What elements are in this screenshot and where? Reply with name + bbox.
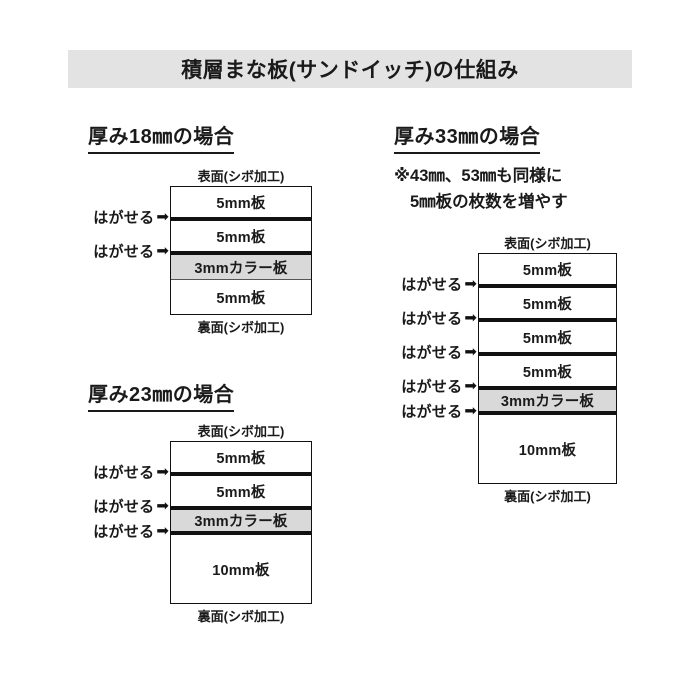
layer-23mm-4: 10mm板 — [171, 535, 311, 603]
peel-label: はがせる — [401, 310, 463, 328]
section-heading-18mm: 厚み18㎜の場合 — [88, 120, 235, 154]
peel-label: はがせる — [93, 209, 155, 227]
peel-label: はがせる — [401, 403, 463, 421]
right-arrow-icon: ➡ — [156, 208, 169, 226]
page-title: 積層まな板(サンドイッチ)の仕組み — [181, 59, 519, 82]
layer-33mm-3: 5mm板はがせる➡ — [401, 322, 616, 362]
top-face-label-23mm: 表面(シボ加工) — [197, 424, 285, 439]
peel-label: はがせる — [401, 344, 463, 362]
right-arrow-icon: ➡ — [464, 402, 477, 420]
layer-23mm-2: 5mm板はがせる➡ — [93, 476, 311, 516]
layer-label-18mm-4: 5mm板 — [216, 290, 266, 307]
peel-marker-33mm-1: はがせる➡ — [401, 274, 479, 295]
right-arrow-icon: ➡ — [464, 343, 477, 361]
right-arrow-icon: ➡ — [464, 275, 477, 293]
layer-label-33mm-1: 5mm板 — [522, 262, 573, 279]
layer-label-23mm-1: 5mm板 — [216, 450, 266, 467]
peel-marker-33mm-2: はがせる➡ — [401, 308, 479, 329]
peel-marker-23mm-2: はがせる➡ — [93, 496, 171, 517]
layer-label-33mm-4: 5mm板 — [522, 364, 573, 381]
note-line-2: 5㎜板の枚数を増やす — [410, 192, 568, 211]
section-heading-23mm: 厚み23㎜の場合 — [88, 378, 235, 412]
layer-33mm-1: 5mm板はがせる➡ — [401, 254, 616, 294]
layer-stack-23mm: 5mm板はがせる➡5mm板はがせる➡3mmカラー板はがせる➡10mm板 — [93, 441, 312, 604]
peel-label: はがせる — [93, 523, 155, 541]
page-title-band: 積層まな板(サンドイッチ)の仕組み — [68, 50, 632, 88]
layer-label-33mm-5: 3mmカラー板 — [500, 394, 595, 410]
layer-stack-33mm: 5mm板はがせる➡5mm板はがせる➡5mm板はがせる➡5mm板はがせる➡3mmカ… — [401, 253, 617, 484]
right-arrow-icon: ➡ — [156, 497, 169, 515]
right-arrow-icon: ➡ — [156, 522, 169, 540]
layer-18mm-4: 5mm板 — [171, 280, 311, 314]
bottom-face-label-18mm: 裏面(シボ加工) — [197, 320, 285, 335]
layer-label-18mm-3: 3mmカラー板 — [194, 260, 288, 277]
right-arrow-icon: ➡ — [464, 377, 477, 395]
layer-label-18mm-2: 5mm板 — [216, 229, 266, 246]
peel-marker-33mm-5: はがせる➡ — [401, 401, 479, 422]
layer-label-18mm-1: 5mm板 — [216, 195, 266, 212]
layer-label-33mm-2: 5mm板 — [522, 296, 573, 313]
layer-label-23mm-4: 10mm板 — [212, 562, 270, 579]
layer-33mm-5: 3mmカラー板はがせる➡ — [401, 390, 616, 421]
layer-label-33mm-6: 10mm板 — [518, 442, 577, 459]
layer-23mm-3: 3mmカラー板はがせる➡ — [93, 510, 311, 541]
layer-23mm-1: 5mm板はがせる➡ — [93, 442, 311, 482]
note-33mm: ※43㎜、53㎜も同様に 5㎜板の枚数を増やす — [394, 164, 568, 215]
peel-marker-23mm-3: はがせる➡ — [93, 521, 171, 542]
note-line-1: ※43㎜、53㎜も同様に — [394, 167, 563, 185]
peel-label: はがせる — [401, 378, 463, 396]
right-arrow-icon: ➡ — [156, 463, 169, 481]
peel-label: はがせる — [401, 276, 463, 294]
top-face-label-18mm: 表面(シボ加工) — [197, 169, 285, 184]
right-arrow-icon: ➡ — [464, 309, 477, 327]
peel-label: はがせる — [93, 498, 155, 516]
peel-marker-23mm-1: はがせる➡ — [93, 462, 171, 483]
peel-marker-18mm-2: はがせる➡ — [93, 241, 171, 262]
top-face-label-33mm: 表面(シボ加工) — [504, 236, 591, 251]
peel-label: はがせる — [93, 464, 155, 482]
section-heading-33mm: 厚み33㎜の場合 — [394, 120, 541, 154]
stack-diagram-23mm: 表面(シボ加工) 5mm板はがせる➡5mm板はがせる➡3mmカラー板はがせる➡1… — [93, 424, 312, 624]
layer-label-23mm-2: 5mm板 — [216, 484, 266, 501]
layer-33mm-2: 5mm板はがせる➡ — [401, 288, 616, 328]
layer-18mm-3: 3mmカラー板 — [171, 255, 311, 280]
right-arrow-icon: ➡ — [156, 242, 169, 260]
layer-18mm-2: 5mm板はがせる➡ — [93, 221, 311, 261]
peel-marker-18mm-1: はがせる➡ — [93, 207, 171, 228]
layer-33mm-4: 5mm板はがせる➡ — [401, 356, 616, 396]
bottom-face-label-23mm: 裏面(シボ加工) — [197, 609, 285, 624]
peel-marker-33mm-3: はがせる➡ — [401, 342, 479, 363]
layer-18mm-1: 5mm板はがせる➡ — [93, 187, 311, 227]
peel-marker-33mm-4: はがせる➡ — [401, 376, 479, 397]
bottom-face-label-33mm: 裏面(シボ加工) — [504, 489, 591, 504]
stack-diagram-33mm: 表面(シボ加工) 5mm板はがせる➡5mm板はがせる➡5mm板はがせる➡5mm板… — [401, 236, 617, 504]
peel-label: はがせる — [93, 243, 155, 261]
layer-label-23mm-3: 3mmカラー板 — [194, 514, 288, 530]
layer-33mm-6: 10mm板 — [479, 415, 616, 483]
layer-label-33mm-3: 5mm板 — [522, 330, 573, 347]
